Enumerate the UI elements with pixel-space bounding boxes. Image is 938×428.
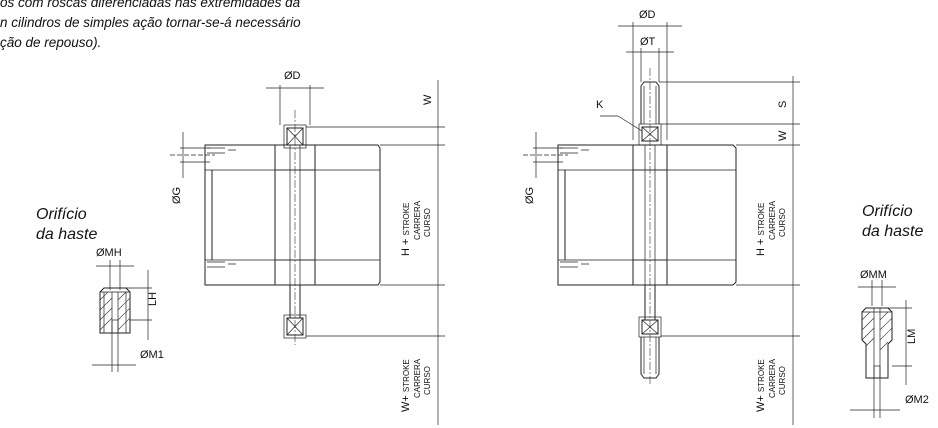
left-rod-port-label: Orifício da haste [36,205,97,245]
cylinder-1: ØD ØG W H + STROKE CARRERA CURSO W+ STRO… [170,70,445,425]
cyl1-h-stroke-label: H + STROKE CARRERA CURSO [400,200,432,256]
cyl2-dim-s: S [777,101,789,108]
svg-text:W+ STROKE: W+ STROKE [400,359,412,412]
cyl1-w-stroke-label: W+ STROKE CARRERA CURSO [400,358,432,412]
svg-text:H + STROKE: H + STROKE [400,203,412,256]
cyl2-h-curso: CURSO [778,208,787,237]
left-port-detail: ØMH LH ØM1 [92,247,164,372]
note-line-2: n cilindros de simples ação tornar-se-á … [0,15,301,30]
cyl2-w-stroke-label: W+ STROKE CARRERA CURSO [755,358,787,412]
svg-text:H + STROKE: H + STROKE [755,203,767,256]
cyl1-dim-w: W [422,94,434,105]
cyl1-h-main: H + [400,236,412,256]
dim-mm: ØMM [860,269,887,281]
cyl2-h-stroke: STROKE [757,203,766,236]
cyl1-dim-g: ØG [171,187,183,204]
svg-text:W+ STROKE: W+ STROKE [755,359,767,412]
dim-lm: LM [906,329,918,344]
cyl1-w-curso: CURSO [423,366,432,395]
dim-m2: ØM2 [905,394,929,406]
cylinder-2: ØD ØT K S W ØG H + STROKE CARRERA CURSO … [523,9,800,425]
cyl2-w-stroke: STROKE [757,359,766,392]
dim-mh: ØMH [96,247,122,259]
cyl1-w-stroke: STROKE [402,359,411,392]
cyl1-h-stroke: STROKE [402,203,411,236]
cyl1-w-carrera: CARRERA [413,358,422,398]
cyl2-dim-w: W [777,130,789,141]
left-label-line-2: da haste [36,226,98,243]
note-line-1: os com roscas diferenciadas nas extremid… [0,0,301,10]
cyl2-w-main: W+ [755,392,767,412]
cyl2-h-main: H + [755,236,767,256]
cyl1-w-main: W+ [400,392,412,412]
cyl1-dim-d: ØD [284,70,301,82]
dim-lh: LH [147,292,159,306]
cyl2-dim-d: ØD [639,9,656,21]
right-port-detail: ØMM LM ØM2 [850,269,929,418]
right-label-line-1: Orifício [862,203,913,220]
cyl1-h-curso: CURSO [423,208,432,237]
dim-m1: ØM1 [140,349,164,361]
left-label-line-1: Orifício [36,206,87,223]
cyl1-h-carrera: CARRERA [413,200,422,240]
right-label-line-2: da haste [862,223,924,240]
right-rod-port-label: Orifício da haste [862,202,923,242]
cyl2-dim-k: K [596,99,604,111]
cyl2-dim-g: ØG [524,187,536,204]
cyl2-h-stroke-label: H + STROKE CARRERA CURSO [755,200,787,256]
note-line-3: ção de repouso). [0,35,102,50]
cyl2-h-carrera: CARRERA [768,200,777,240]
cyl2-w-carrera: CARRERA [768,358,777,398]
cyl2-w-curso: CURSO [778,366,787,395]
cyl2-dim-t: ØT [640,36,656,48]
